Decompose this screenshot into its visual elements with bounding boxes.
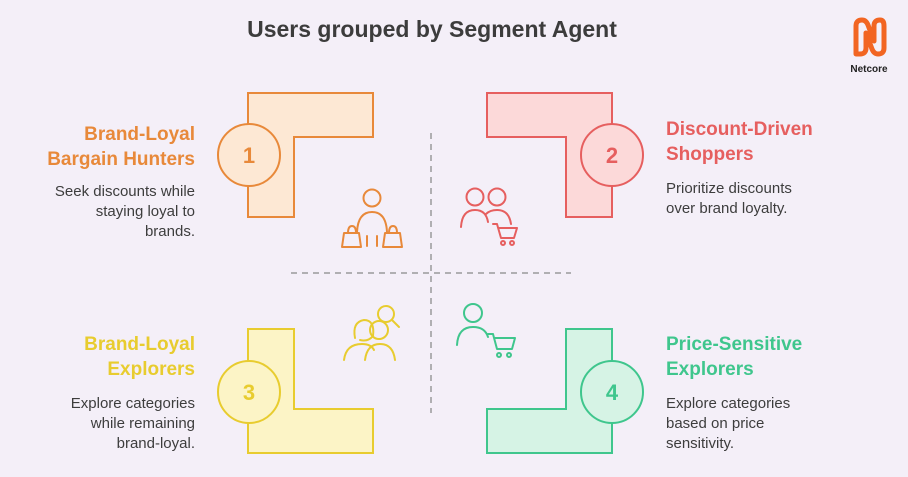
segment-3-desc-line: brand-loyal. — [116, 435, 195, 452]
segment-4-desc-line: based on price — [666, 415, 765, 432]
segment-1-desc-line: staying loyal to — [95, 203, 195, 220]
segment-4-desc-line: Explore categories — [666, 395, 791, 412]
segment-2-number: 2 — [606, 143, 618, 168]
segment-1-title: Brand-Loyal Bargain Hunters — [47, 122, 195, 172]
segment-4-number: 4 — [606, 380, 619, 405]
segment-3-title: Brand-Loyal Explorers — [84, 332, 195, 382]
segment-2-description: Prioritize discounts over brand loyalty. — [666, 179, 792, 219]
segment-1-shape: 1 — [217, 92, 374, 218]
person-with-cart-icon — [456, 303, 516, 358]
couple-with-cart-icon — [460, 187, 518, 246]
segment-2-desc-line: Prioritize discounts — [666, 180, 792, 197]
segment-1-desc-line: brands. — [144, 223, 195, 240]
segment-2-desc-line: over brand loyalty. — [666, 200, 788, 217]
segment-1-number: 1 — [243, 143, 255, 168]
segment-3-title-line2: Explorers — [107, 359, 195, 380]
shoppers-with-bags-icon — [341, 188, 403, 248]
segment-1-title-line1: Brand-Loyal — [84, 124, 195, 145]
diagram-title: Users grouped by Segment Agent — [247, 16, 617, 42]
segment-1-desc-line: Seek discounts while — [54, 183, 195, 200]
segment-3-description: Explore categories while remaining brand… — [71, 394, 195, 454]
segment-3-desc-line: while remaining — [90, 415, 195, 432]
segment-3-badge — [217, 360, 281, 424]
segment-2-title-line2: Shoppers — [666, 144, 754, 165]
segment-1-description: Seek discounts while staying loyal to br… — [55, 182, 195, 242]
segment-3-desc-line: Explore categories — [70, 395, 195, 412]
segment-3-number: 3 — [243, 380, 255, 405]
segment-2-shape: 2 — [486, 92, 644, 218]
segment-1-title-line2: Bargain Hunters — [47, 149, 195, 170]
segment-2-badge — [580, 123, 644, 187]
segment-3-title-line1: Brand-Loyal — [84, 334, 195, 355]
segment-2-title-line1: Discount-Driven — [666, 119, 813, 140]
segment-4-shape: 4 — [486, 328, 644, 454]
explorers-with-magnifier-icon — [343, 305, 400, 361]
segment-3-shape: 3 — [217, 328, 374, 454]
brand-name: Netcore — [850, 64, 888, 75]
segment-4-title-line2: Explorers — [666, 359, 754, 380]
segment-4-desc-line: sensitivity. — [666, 435, 735, 452]
netcore-logo-icon — [853, 17, 887, 57]
segment-2-title: Discount-Driven Shoppers — [666, 117, 813, 167]
segment-1-badge — [217, 123, 281, 187]
segment-4-title-line1: Price-Sensitive — [666, 334, 803, 355]
segment-4-badge — [580, 360, 644, 424]
segment-4-description: Explore categories based on price sensit… — [666, 394, 790, 454]
netcore-logo: Netcore — [838, 16, 900, 75]
segment-4-title: Price-Sensitive Explorers — [666, 332, 802, 382]
